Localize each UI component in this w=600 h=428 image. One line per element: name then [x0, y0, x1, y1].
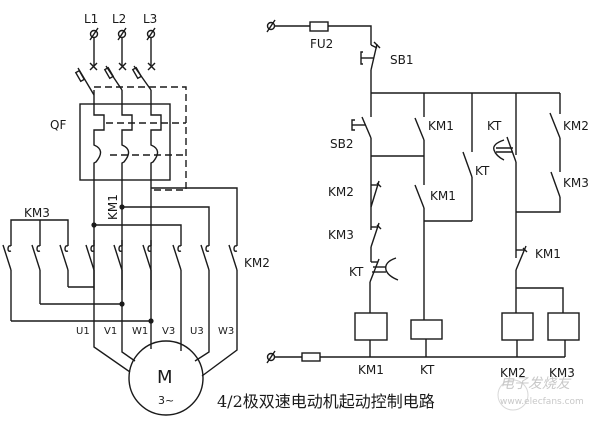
coil-label-kt: KT	[420, 363, 435, 377]
coil-label-km1: KM1	[358, 363, 384, 377]
fuse-label: FU2	[310, 37, 333, 51]
phase-label-l2: L2	[112, 12, 126, 26]
watermark-brand: 电子发烧友	[500, 376, 572, 392]
km3-no-label: KM3	[563, 176, 589, 190]
stop-button-sb1[interactable]	[360, 41, 381, 71]
stop-button-label: SB1	[390, 53, 413, 67]
terminal-label-u1: U1	[76, 326, 90, 337]
start-button-sb2[interactable]	[351, 116, 372, 139]
terminal-label-w3: W3	[218, 326, 234, 337]
kt-delay-no-contact	[493, 136, 517, 163]
terminal-l1	[89, 27, 99, 41]
coil-km2	[501, 312, 534, 341]
phase-label-l3: L3	[143, 12, 157, 26]
fuse-bottom	[301, 352, 321, 362]
control-terminal-bottom	[266, 350, 276, 364]
fuse-fu2	[309, 21, 329, 32]
breaker-qf	[79, 103, 171, 181]
kt-delay-no-label: KT	[487, 119, 502, 133]
diagram-title: 4/2极双速电动机起动控制电路	[217, 392, 435, 411]
km1-aux-label-1: KM1	[428, 119, 454, 133]
qf-elements	[93, 90, 162, 180]
main-circuit: L1 L2 L3 QF	[2, 12, 270, 416]
motor	[128, 340, 204, 416]
km1-aux-label-2: KM1	[430, 189, 456, 203]
km2-nc-label: KM2	[328, 185, 354, 199]
coil-km1	[354, 312, 388, 341]
kt-inst-label: KT	[475, 164, 490, 178]
coil-label-km3: KM3	[549, 366, 575, 380]
km2-no-label: KM2	[563, 119, 589, 133]
motor-symbol: M	[157, 367, 173, 388]
km2-nc-contact	[370, 180, 382, 208]
control-circuit: FU2 SB1 SB2 KM1	[266, 19, 589, 380]
km1-nc-contact	[515, 245, 528, 271]
terminal-label-u3: U3	[190, 326, 204, 337]
km2-main-label: KM2	[244, 256, 270, 270]
km1-main-label: KM1	[106, 194, 120, 220]
control-terminal-top	[266, 19, 276, 33]
coil-label-km2: KM2	[500, 366, 526, 380]
main-contacts	[2, 240, 238, 271]
watermark-url: www.elecfans.com	[500, 397, 584, 407]
start-button-label: SB2	[330, 137, 353, 151]
terminal-label-v3: V3	[162, 326, 175, 337]
watermark: 电子发烧友 www.elecfans.com	[497, 376, 584, 411]
isolator-marks	[89, 62, 156, 71]
terminal-label-w1: W1	[132, 326, 148, 337]
kt-delay-nc-contact	[369, 257, 399, 283]
terminal-l3	[146, 27, 156, 41]
terminal-label-v1: V1	[104, 326, 117, 337]
km3-nc-contact	[370, 222, 382, 248]
coil-kt	[410, 319, 443, 340]
breaker-label: QF	[50, 118, 66, 132]
qf-blades	[74, 65, 152, 96]
km1-nc-label: KM1	[535, 247, 561, 261]
coil-km3	[547, 312, 580, 341]
km3-nc-label: KM3	[328, 228, 354, 242]
phase-label-l1: L1	[84, 12, 98, 26]
motor-type: 3~	[158, 394, 174, 407]
terminal-l2	[117, 27, 127, 41]
km3-main-label: KM3	[24, 206, 50, 220]
kt-delay-nc-label: KT	[349, 265, 364, 279]
